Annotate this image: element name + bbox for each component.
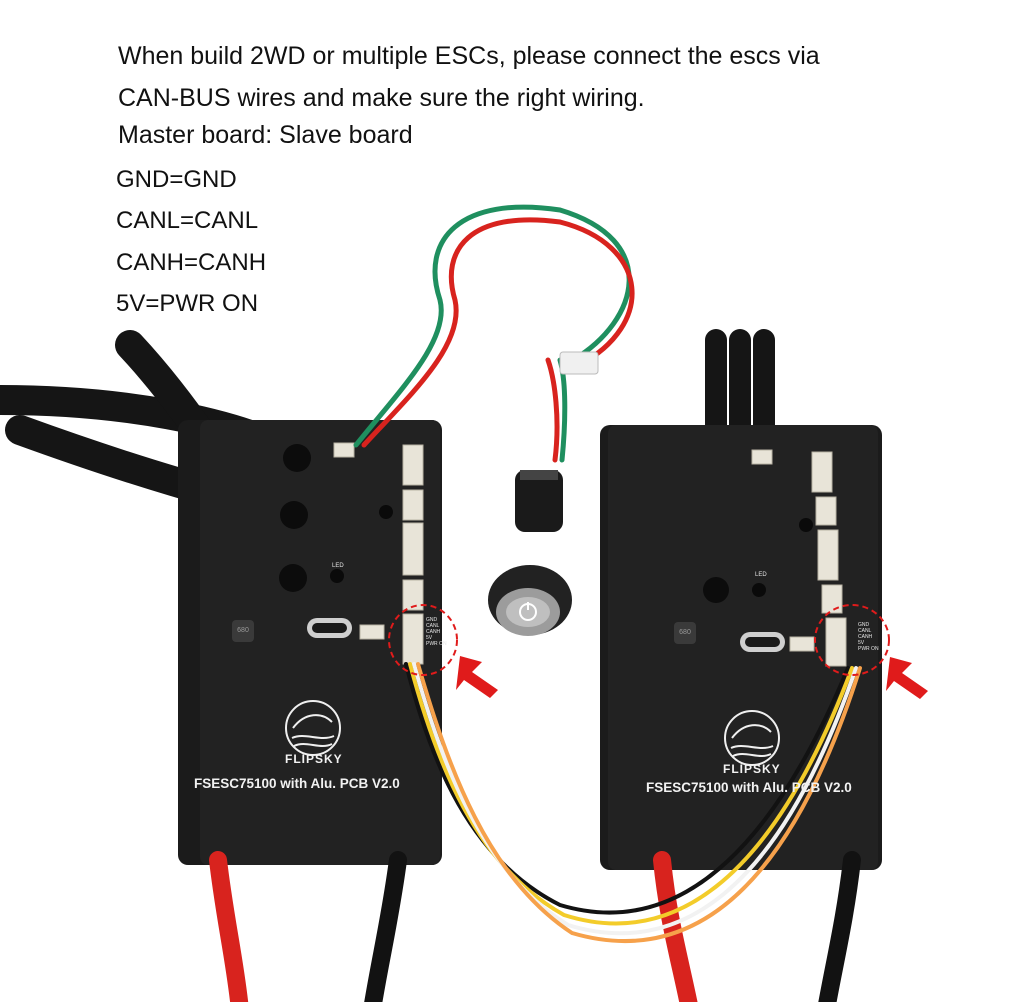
pair-gnd: GND=GND: [116, 166, 237, 193]
instruction-line-2: CAN-BUS wires and make sure the right wi…: [118, 84, 645, 112]
brand-left: FLIPSKY: [285, 752, 343, 766]
cable-connector-housing: [559, 351, 599, 375]
instruction-line-3: Master board: Slave board: [118, 121, 413, 149]
brand-right: FLIPSKY: [723, 762, 781, 776]
led-label-right: LED: [755, 572, 767, 578]
instruction-line-1: When build 2WD or multiple ESCs, please …: [118, 42, 820, 70]
pointer-arrow-right: [886, 657, 928, 699]
can-bus-harness: [404, 662, 862, 943]
can-pins-right: GND CANL CANH 5V PWR ON: [858, 622, 879, 652]
board-title-right: FSESC75100 with Alu. PCB V2.0: [646, 780, 852, 795]
flipsky-logo-left: [285, 700, 341, 756]
connectors-right: [751, 449, 847, 667]
can-port-highlight-right: [814, 604, 890, 676]
power-switch-cable: [353, 204, 635, 463]
board-title-left: FSESC75100 with Alu. PCB V2.0: [194, 776, 400, 791]
can-pins-left: GND CANL CANH 5V PWR ON: [426, 617, 447, 647]
pair-canh: CANH=CANH: [116, 249, 267, 276]
pair-5v: 5V=PWR ON: [116, 290, 259, 317]
can-port-highlight-left: [388, 604, 458, 676]
led-label-left: LED: [332, 563, 344, 569]
connectors-left: [333, 442, 424, 665]
inductor-right: 680: [674, 622, 696, 644]
cable-grommets-left: [279, 444, 311, 592]
pointer-arrow-left: [456, 656, 498, 698]
cable-grommets-right: [703, 577, 729, 603]
flipsky-logo-right: [724, 710, 780, 766]
power-switch: [488, 470, 572, 636]
inductor-left: 680: [232, 620, 254, 642]
pair-canl: CANL=CANL: [116, 207, 259, 234]
power-leads: [209, 851, 861, 1002]
